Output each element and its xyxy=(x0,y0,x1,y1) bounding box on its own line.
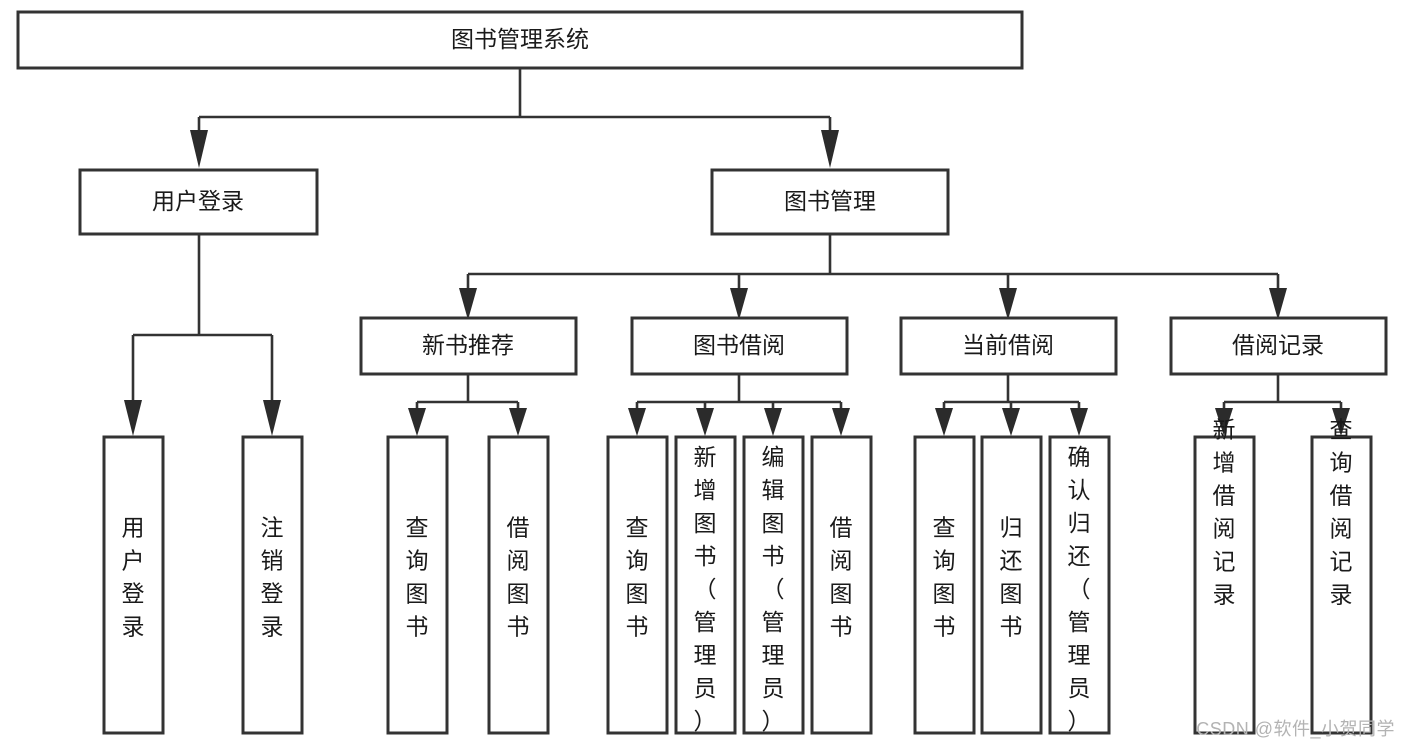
node-root[interactable]: 图书管理系统 xyxy=(16,10,1024,70)
node-book-manage[interactable]: 图书管理 xyxy=(710,168,950,236)
node-borrow-record-label: 借阅记录 xyxy=(1232,332,1324,358)
connector-group-new-book-recommend xyxy=(408,373,527,436)
node-leaf-borrow-book-1[interactable]: 借阅图书 xyxy=(487,435,550,735)
node-leaf-borrow-book-2-label: 借阅图书 xyxy=(830,515,853,640)
node-leaf-add-record-label: 新增借阅记录 xyxy=(1213,417,1236,608)
node-leaf-logout-login[interactable]: 注销登录 xyxy=(241,435,304,735)
node-leaf-logout-login-label: 注销登录 xyxy=(261,515,284,640)
node-new-book-recommend-box[interactable] xyxy=(359,316,578,376)
connector-group-book-manage xyxy=(459,234,1287,320)
node-leaf-borrow-book-1-label: 借阅图书 xyxy=(507,515,530,640)
node-root-label: 图书管理系统 xyxy=(451,26,589,52)
node-leaf-confirm-return-label: 确认归还（管理员） xyxy=(1068,444,1091,734)
node-leaf-return-book-label: 归还图书 xyxy=(1000,515,1023,640)
arrow-head-book-manage xyxy=(821,130,839,168)
connector-group-borrow-record xyxy=(1215,373,1350,436)
connector-group-book-borrow xyxy=(628,373,850,436)
connector-group-root xyxy=(190,68,839,168)
node-leaf-query-book-3[interactable]: 查询图书 xyxy=(913,435,976,735)
arrow-head-leaf-logout-login xyxy=(263,400,281,436)
node-book-manage-label: 图书管理 xyxy=(784,188,876,214)
node-leaf-user-login-box[interactable] xyxy=(102,435,165,735)
arrow-head-leaf-borrow-book-2 xyxy=(832,408,850,436)
node-leaf-borrow-book-2[interactable]: 借阅图书 xyxy=(810,435,873,735)
arrow-head-leaf-borrow-book-1 xyxy=(509,408,527,436)
node-user-login[interactable]: 用户登录 xyxy=(78,168,319,236)
node-leaf-add-record[interactable]: 新增借阅记录 xyxy=(1193,417,1256,735)
node-leaf-return-book[interactable]: 归还图书 xyxy=(980,435,1043,735)
node-user-login-label: 用户登录 xyxy=(152,188,244,214)
node-leaf-query-record-box[interactable] xyxy=(1310,435,1373,735)
node-leaf-edit-book[interactable]: 编辑图书（管理员） xyxy=(742,435,805,735)
arrow-head-book-borrow xyxy=(730,288,748,320)
node-leaf-add-book-box[interactable] xyxy=(674,435,737,735)
node-leaf-edit-book-label: 编辑图书（管理员） xyxy=(762,444,785,734)
node-book-borrow-label: 图书借阅 xyxy=(693,332,785,358)
arrow-head-leaf-add-book xyxy=(696,408,714,436)
node-leaf-query-book-2-box[interactable] xyxy=(606,435,669,735)
node-leaf-logout-login-box[interactable] xyxy=(241,435,304,735)
node-leaf-confirm-return-box[interactable] xyxy=(1048,435,1111,735)
arrow-head-leaf-query-book-3 xyxy=(935,408,953,436)
arrow-head-new-book-recommend xyxy=(459,288,477,320)
connector-group-current-borrow xyxy=(935,373,1088,436)
node-leaf-user-login[interactable]: 用户登录 xyxy=(102,435,165,735)
arrow-head-leaf-edit-book xyxy=(764,408,782,436)
node-new-book-recommend-label: 新书推荐 xyxy=(422,332,514,358)
node-new-book-recommend[interactable]: 新书推荐 xyxy=(359,316,578,376)
node-current-borrow[interactable]: 当前借阅 xyxy=(899,316,1118,376)
arrow-head-borrow-record xyxy=(1269,288,1287,320)
node-book-borrow[interactable]: 图书借阅 xyxy=(630,316,849,376)
arrow-head-current-borrow xyxy=(999,288,1017,320)
node-leaf-add-book[interactable]: 新增图书（管理员） xyxy=(674,435,737,735)
node-leaf-query-record-label: 查询借阅记录 xyxy=(1330,417,1353,608)
arrow-head-leaf-query-book-1 xyxy=(408,408,426,436)
node-user-login-box[interactable] xyxy=(78,168,319,236)
arrow-head-leaf-add-record xyxy=(1215,408,1233,436)
node-leaf-query-record[interactable]: 查询借阅记录 xyxy=(1310,417,1373,735)
node-leaf-return-book-box[interactable] xyxy=(980,435,1043,735)
node-leaf-edit-book-box[interactable] xyxy=(742,435,805,735)
arrow-head-user-login xyxy=(190,130,208,168)
arrow-head-leaf-query-book-2 xyxy=(628,408,646,436)
node-leaf-query-book-2-label: 查询图书 xyxy=(626,515,649,640)
node-leaf-add-book-label: 新增图书（管理员） xyxy=(694,444,717,734)
node-leaf-borrow-book-1-box[interactable] xyxy=(487,435,550,735)
node-leaf-query-book-1-box[interactable] xyxy=(386,435,449,735)
node-leaf-query-book-3-label: 查询图书 xyxy=(933,515,956,640)
arrow-head-leaf-return-book xyxy=(1002,408,1020,436)
node-current-borrow-label: 当前借阅 xyxy=(962,332,1054,358)
node-leaf-query-book-1[interactable]: 查询图书 xyxy=(386,435,449,735)
node-leaf-user-login-label: 用户登录 xyxy=(122,515,145,640)
node-leaf-query-book-1-label: 查询图书 xyxy=(406,515,429,640)
node-book-manage-box[interactable] xyxy=(710,168,950,236)
node-leaf-borrow-book-2-box[interactable] xyxy=(810,435,873,735)
arrow-head-leaf-user-login xyxy=(124,400,142,436)
node-borrow-record-box[interactable] xyxy=(1169,316,1388,376)
csdn-watermark: CSDN @软件_小贺同学 xyxy=(1196,719,1395,739)
node-borrow-record[interactable]: 借阅记录 xyxy=(1169,316,1388,376)
node-leaf-query-book-2[interactable]: 查询图书 xyxy=(606,435,669,735)
connector-group-user-login xyxy=(124,234,281,436)
node-leaf-add-record-box[interactable] xyxy=(1193,435,1256,735)
node-leaf-confirm-return[interactable]: 确认归还（管理员） xyxy=(1048,435,1111,735)
node-root-box[interactable] xyxy=(16,10,1024,70)
arrow-head-leaf-confirm-return xyxy=(1070,408,1088,436)
node-current-borrow-box[interactable] xyxy=(899,316,1118,376)
node-book-borrow-box[interactable] xyxy=(630,316,849,376)
arrow-head-leaf-query-record xyxy=(1332,408,1350,436)
node-leaf-query-book-3-box[interactable] xyxy=(913,435,976,735)
